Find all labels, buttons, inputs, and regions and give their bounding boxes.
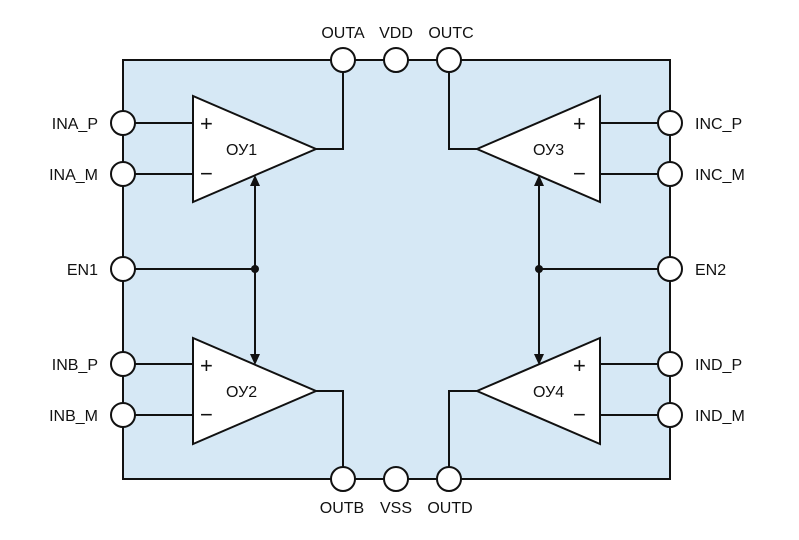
arrow-down-icon (250, 354, 260, 365)
svg-text:−: − (200, 161, 213, 186)
wires (123, 60, 670, 479)
pin-label: OUTC (428, 25, 473, 42)
pin-label: OUTD (427, 500, 472, 517)
right-pins: INC_P INC_M EN2 IND_P IND_M (657, 110, 745, 428)
svg-text:−: − (573, 161, 586, 186)
pin-label: INB_P (52, 357, 98, 374)
pin-label: INB_M (49, 408, 98, 425)
arrow-up-icon (250, 175, 260, 186)
pin-inc-p (657, 110, 683, 136)
pin-label: INA_P (52, 116, 98, 133)
svg-text:−: − (573, 402, 586, 427)
left-pins: INA_P INA_M EN1 INB_P INB_M (49, 110, 136, 428)
amp-label: ОУ3 (533, 142, 564, 159)
pin-label: INC_M (695, 167, 745, 184)
enable-arrows (250, 175, 544, 365)
arrow-down-icon (534, 354, 544, 365)
amp-label: ОУ2 (226, 384, 257, 401)
bottom-pins: OUTB VSS OUTD (320, 466, 473, 517)
pin-outc (436, 47, 462, 73)
svg-text:−: − (200, 402, 213, 427)
pin-outd (436, 466, 462, 492)
pin-label: IND_P (695, 357, 742, 374)
pin-label: EN2 (695, 262, 726, 279)
pin-outb (330, 466, 356, 492)
pin-inb-p (110, 351, 136, 377)
arrow-up-icon (534, 175, 544, 186)
amp-label: ОУ1 (226, 142, 257, 159)
pin-label: IND_M (695, 408, 745, 425)
pin-label: OUTB (320, 500, 364, 517)
pin-ind-p (657, 351, 683, 377)
top-pins: OUTA VDD OUTC (321, 25, 474, 73)
pin-ina-m (110, 161, 136, 187)
pin-ind-m (657, 402, 683, 428)
pin-label: INC_P (695, 116, 742, 133)
pin-inb-m (110, 402, 136, 428)
amplifier-oy4: + − ОУ4 (474, 336, 601, 446)
svg-text:+: + (573, 111, 586, 136)
junction-dot (251, 265, 259, 273)
pin-label: VSS (380, 500, 412, 517)
pin-inc-m (657, 161, 683, 187)
amplifier-oy2: + − ОУ2 (192, 336, 319, 446)
pin-label: VDD (379, 25, 413, 42)
pin-label: OUTA (321, 25, 365, 42)
pin-outa (330, 47, 356, 73)
pin-en1 (110, 256, 136, 282)
amplifier-oy3: + − ОУ3 (474, 94, 601, 204)
pin-label: INA_M (49, 167, 98, 184)
amp-label: ОУ4 (533, 384, 564, 401)
amplifier-oy1: + − ОУ1 (192, 94, 319, 204)
svg-text:+: + (200, 111, 213, 136)
pin-en2 (657, 256, 683, 282)
junction-dot (535, 265, 543, 273)
svg-text:+: + (200, 353, 213, 378)
pin-ina-p (110, 110, 136, 136)
pin-vss (383, 466, 409, 492)
pin-label: EN1 (67, 262, 98, 279)
pin-vdd (383, 47, 409, 73)
svg-text:+: + (573, 353, 586, 378)
